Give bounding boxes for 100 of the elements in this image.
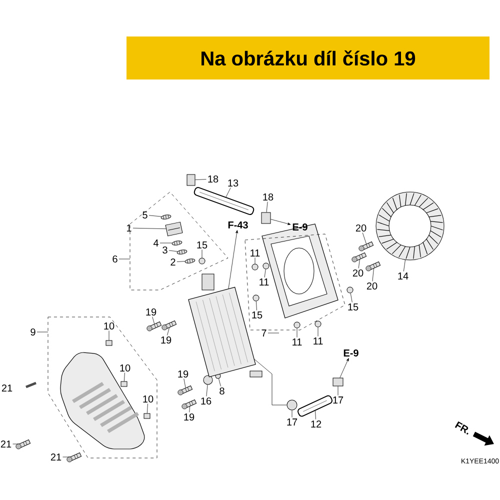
arrow [228,230,238,289]
leader-line [148,215,162,217]
fan [376,192,444,260]
callout-number: 2 [170,258,176,266]
callout-number: 10 [120,364,130,372]
callout-number: 19 [178,370,188,378]
bolt [146,321,162,332]
reference-label: F-43 [228,221,248,229]
hose [194,187,254,216]
leader-line [176,261,186,262]
callout-number: 19 [184,413,194,421]
callout-number: 11 [250,250,260,256]
hose [298,395,333,417]
clip [261,212,271,224]
leader-line [226,188,231,198]
cap [165,222,183,236]
arrow [340,358,349,378]
callout-number: 20 [352,269,364,277]
leader-line [362,232,366,244]
bolt [182,399,197,410]
callout-number: 20 [366,282,378,290]
leader-line [62,456,70,458]
leader-line [108,330,110,340]
callout-number: 19 [146,308,156,316]
bolt [352,252,367,262]
leader-line [132,228,166,230]
nut [346,286,354,294]
title-banner: Na obrázku díl číslo 19 [126,36,490,80]
callout-number: 8 [220,387,224,395]
callout-number: 14 [398,272,408,280]
leader-line [315,410,316,420]
grommet [106,340,112,346]
grommet [120,381,128,387]
spring [160,214,172,220]
bolt [178,385,193,396]
nut [294,322,300,328]
reference-label: E-9 [344,349,358,357]
callout-number: 17 [333,396,344,404]
leader-line [124,372,125,382]
callout-number: 4 [153,240,158,246]
nut [252,294,260,302]
callout-number: 13 [228,179,238,187]
callout-number: 3 [162,246,168,254]
leader-line [403,260,406,272]
callout-number: 11 [260,278,269,286]
clip [186,174,196,186]
callout-number: 20 [356,224,366,232]
leader-line [350,293,352,303]
leader-line [256,301,257,311]
nut [286,400,298,410]
grommet [144,413,150,419]
direction-label: FR. [454,421,468,435]
leader-line [168,250,178,252]
callout-number: 12 [311,420,322,428]
nut [252,264,258,270]
leader-line [146,404,148,414]
callout-number: 11 [292,338,302,346]
leader-line [264,269,266,278]
callout-number: 21 [50,454,62,460]
callout-number: 15 [252,312,262,318]
leader-line [254,257,256,264]
leader-line [189,406,190,412]
bolt [358,241,374,252]
callout-number: 16 [201,397,212,405]
leader-line [195,179,206,180]
leader-line [152,316,155,324]
nut [314,320,322,328]
arrow [270,219,291,225]
leader-line [254,359,287,406]
callout-number: 18 [208,175,218,183]
callout-number: 7 [262,330,266,336]
bolt [162,320,177,330]
nut [262,262,270,270]
callout-number: 11 [314,338,323,344]
leader-line [160,242,172,244]
callout-number: 5 [142,212,148,218]
callout-number: 15 [197,242,208,248]
callout-number: 17 [287,418,298,426]
bolt [66,452,82,462]
nut [198,258,206,264]
leader-line [358,259,360,268]
leader-line [184,378,186,388]
nut [203,375,213,385]
leader-line [372,268,374,282]
callout-number: 1 [127,224,132,232]
callout-number: 6 [112,255,118,263]
callout-number: 18 [263,193,274,201]
leader-line [268,332,280,334]
callout-number: 10 [104,322,114,330]
spring [176,250,188,254]
leader-line [118,258,130,260]
bolt [366,261,381,272]
callout-number: 21 [0,440,12,448]
callout-number: 15 [348,304,358,310]
callout-number: 9 [30,328,36,336]
callout-number: 10 [143,395,154,403]
leader-line [167,328,170,336]
leader-line [218,378,221,386]
spring [172,240,182,246]
leader-line [266,202,268,212]
